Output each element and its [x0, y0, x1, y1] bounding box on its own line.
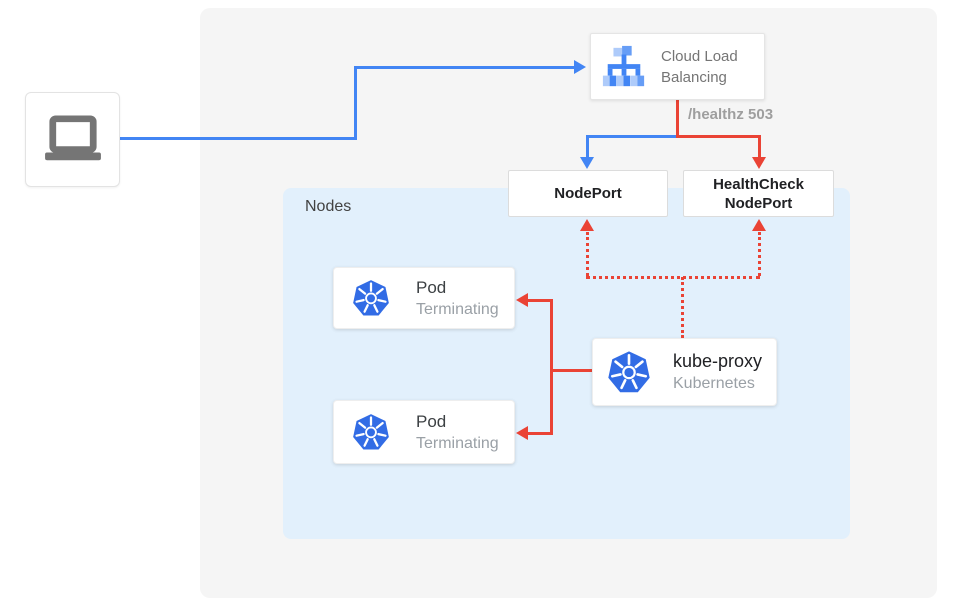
edge-client-to-clb: [354, 66, 357, 140]
edge-client-to-clb: [120, 137, 357, 140]
edge-kubeproxy-to-pods: [550, 299, 553, 435]
kubernetes-icon: [352, 413, 390, 451]
nodes-group-label: Nodes: [305, 198, 352, 215]
arrowhead-into-clb: [574, 60, 586, 74]
healthz-503-label: /healthz 503: [688, 106, 774, 123]
kubernetes-icon: [352, 279, 390, 317]
edge-clb-healthcheck: [676, 135, 761, 138]
arrowhead-into-nodeport: [580, 157, 594, 169]
client-node: [25, 92, 120, 187]
edge-clb-to-nodeport: [586, 135, 679, 138]
dotted-edge-to-healthcheck: [758, 232, 761, 276]
kube-proxy-title: kube-proxy: [673, 351, 763, 371]
edge-clb-healthcheck: [676, 100, 679, 138]
edge-clb-to-nodeport: [586, 135, 589, 159]
kube-proxy-node: kube-proxy Kubernetes: [592, 338, 777, 406]
nodeport-node: NodePort: [508, 170, 668, 217]
edge-kubeproxy-to-pods: [552, 369, 592, 372]
edge-clb-healthcheck: [758, 135, 761, 159]
pod2-status: Terminating: [416, 434, 499, 452]
kube-proxy-subtitle: Kubernetes: [673, 375, 755, 392]
arrowhead-into-pod2: [516, 426, 528, 440]
dotted-edge-to-nodeport: [586, 232, 589, 276]
laptop-icon: [42, 114, 104, 166]
dotted-edge-kubeproxy-up: [681, 277, 684, 338]
pod1-status: Terminating: [416, 300, 499, 318]
nodeport-label: NodePort: [554, 185, 622, 202]
edge-kubeproxy-to-pod1: [528, 299, 553, 302]
healthcheck-nodeport-label: HealthCheck NodePort: [713, 175, 804, 212]
pod-terminating-node-1: Pod Terminating: [333, 267, 515, 329]
cloud-load-balancing-icon: [601, 44, 647, 90]
cloud-load-balancing-label: Cloud Load Balancing: [661, 47, 738, 86]
pod2-title: Pod: [416, 411, 447, 431]
arrowhead-dotted-into-healthcheck: [752, 219, 766, 231]
healthcheck-nodeport-node: HealthCheck NodePort: [683, 170, 834, 217]
edge-client-to-clb: [354, 66, 576, 69]
arrowhead-into-pod1: [516, 293, 528, 307]
arrowhead-into-healthcheck-nodeport: [752, 157, 766, 169]
pod-terminating-node-2: Pod Terminating: [333, 400, 515, 464]
kubernetes-icon: [607, 350, 651, 394]
dotted-edge-horizontal: [586, 276, 760, 279]
edge-kubeproxy-to-pod2: [528, 432, 553, 435]
cloud-load-balancing-node: Cloud Load Balancing: [590, 33, 765, 100]
arrowhead-dotted-into-nodeport: [580, 219, 594, 231]
pod1-title: Pod: [416, 277, 447, 297]
